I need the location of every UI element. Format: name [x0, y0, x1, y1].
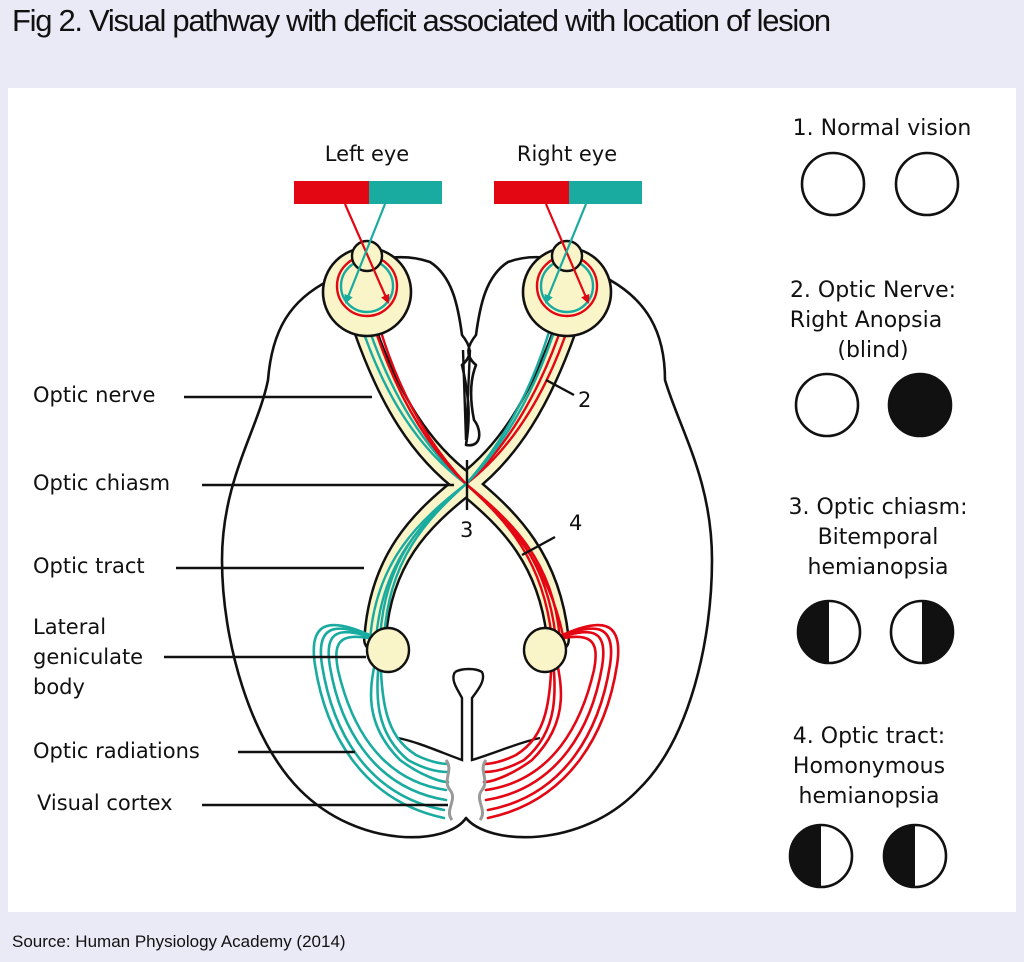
figure-title: Fig 2. Visual pathway with deficit assoc… [12, 3, 831, 38]
deficit-4-left-field-shade [790, 825, 821, 887]
optic-chiasm-label: Optic chiasm [33, 471, 170, 495]
deficit-4-right-field-shade [884, 825, 915, 887]
deficit-3-line2: Bitemporal [818, 525, 939, 550]
leader-lines [164, 395, 454, 807]
right-eye-teal-ray [544, 203, 588, 304]
right-eye-label: Right eye [517, 142, 617, 166]
lgb-label-line1: Lateral [33, 615, 106, 639]
optic-radiations-left [312, 623, 450, 820]
deficit-1-right-field [894, 151, 960, 217]
brain-midline [461, 349, 472, 441]
source-credit: Source: Human Physiology Academy (2014) [12, 932, 346, 951]
brainstem-outline [397, 667, 541, 762]
deficit-4-line1: 4. Optic tract: [793, 724, 945, 749]
deficit-legend: 1. Normal vision 2. Optic Nerve: Right A… [788, 116, 972, 889]
right-eye-field-nasal [494, 181, 569, 204]
lgb-label-line2: geniculate [33, 645, 143, 669]
right-eye-field-temporal [569, 181, 642, 204]
deficit-2-line3: (blind) [837, 338, 908, 363]
deficit-1-left-field [800, 151, 866, 217]
lateral-geniculate-body-right [522, 626, 568, 674]
deficit-3-right-field-shade [922, 601, 953, 663]
deficit-2-right-field [887, 372, 953, 438]
right-eyeball [521, 239, 613, 338]
deficit-4-line2: Homonymous [793, 754, 945, 779]
lgb-label-line3: body [33, 675, 85, 699]
visual-cortex-label: Visual cortex [37, 791, 173, 815]
optic-nerve-label: Optic nerve [33, 383, 155, 407]
left-eye-label: Left eye [325, 142, 409, 166]
left-eyeball [321, 239, 413, 338]
left-eye-field-nasal [369, 181, 442, 204]
deficit-3-left-field-shade [798, 601, 829, 663]
brain-outline [220, 255, 714, 839]
deficit-4-line3: hemianopsia [799, 784, 940, 809]
lesion-marker-3: 3 [460, 518, 473, 542]
left-eye-teal-ray [344, 203, 387, 304]
deficit-2-line2: Right Anopsia [790, 308, 942, 333]
deficit-2-line1: 2. Optic Nerve: [790, 278, 956, 303]
deficit-3-line1: 3. Optic chiasm: [788, 495, 967, 520]
optic-radiations-label: Optic radiations [33, 739, 200, 763]
optic-radiations-right [482, 623, 620, 820]
left-eye-field-temporal [294, 181, 369, 204]
lesion-marker-2: 2 [578, 388, 591, 412]
deficit-1-title: 1. Normal vision [793, 116, 972, 141]
deficit-2-left-field [794, 372, 860, 438]
visual-cortex-left [444, 759, 455, 821]
lesion-marker-4: 4 [569, 511, 582, 535]
lateral-geniculate-body-left [365, 626, 411, 674]
visual-cortex-right [477, 759, 488, 821]
optic-tract-label: Optic tract [33, 554, 145, 578]
lesion-marks [465, 378, 575, 557]
deficit-3-line3: hemianopsia [808, 555, 949, 580]
